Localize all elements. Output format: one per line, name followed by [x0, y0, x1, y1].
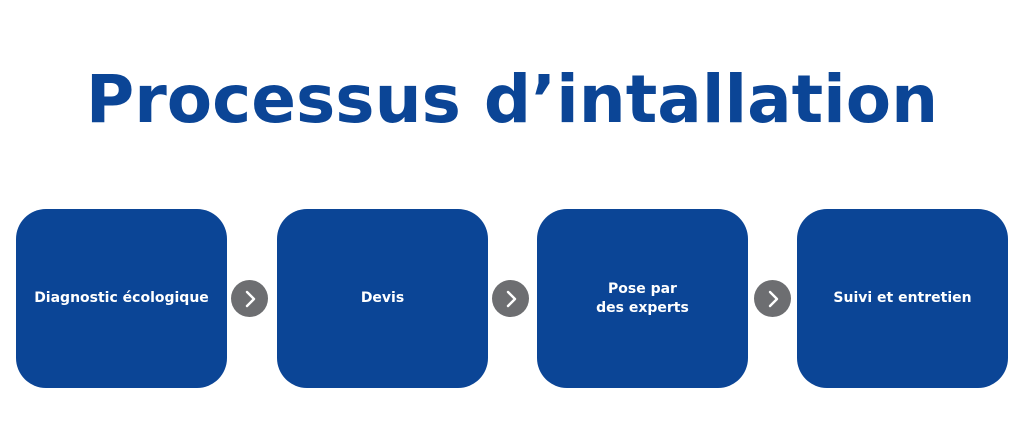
step-diagnostic: Diagnostic écologique [16, 209, 227, 388]
chevron-right-icon [231, 280, 268, 317]
step-suivi: Suivi et entretien [797, 209, 1008, 388]
process-steps: Diagnostic écologique Devis Pose par des… [0, 209, 1024, 388]
step-pose: Pose par des experts [537, 209, 748, 388]
chevron-right-icon [492, 280, 529, 317]
step-devis: Devis [277, 209, 488, 388]
diagram-title: Processus d’intallation [85, 61, 939, 138]
chevron-right-icon [754, 280, 791, 317]
